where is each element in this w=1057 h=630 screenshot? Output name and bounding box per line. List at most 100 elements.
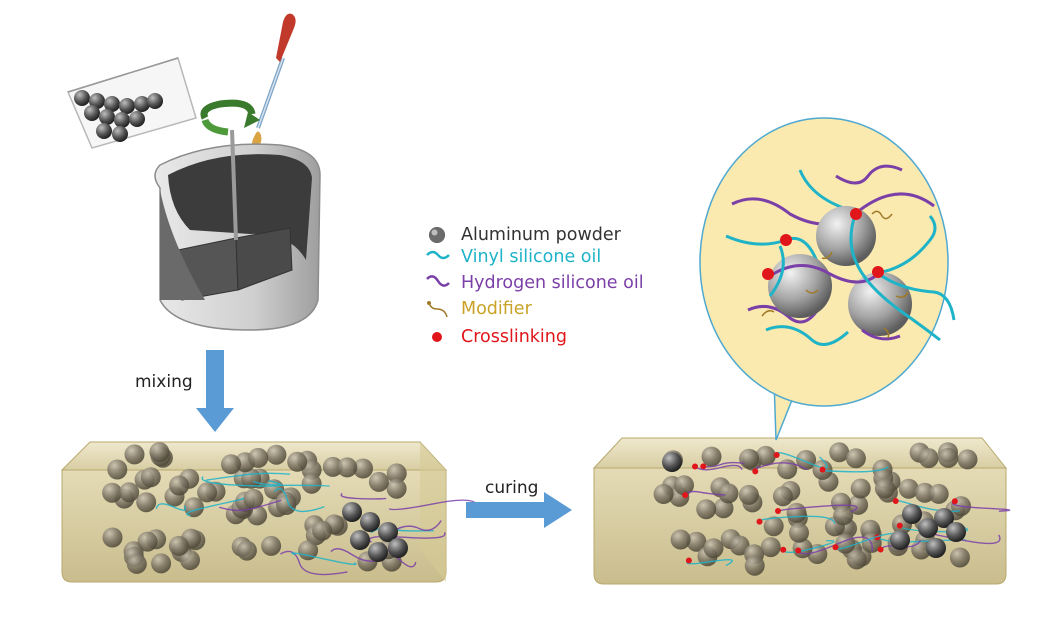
dark-particle	[368, 542, 388, 562]
filler-particle	[949, 547, 970, 568]
legend-aluminum-powder: Aluminum powder	[425, 222, 621, 248]
filler-particle	[674, 475, 694, 496]
cured-slab	[592, 437, 1011, 585]
filler-particle	[119, 482, 140, 503]
mixing-label: mixing	[135, 372, 193, 392]
dark-particle	[342, 502, 362, 522]
crosslink-dot-icon	[432, 332, 442, 342]
crosslink-dot	[832, 544, 839, 551]
stirring-arrow	[200, 99, 260, 136]
filler-particle	[221, 454, 241, 475]
filler-chain	[392, 520, 442, 533]
filler-particle	[789, 522, 809, 543]
filler-particle	[874, 478, 895, 499]
mixed-slab	[60, 441, 478, 583]
filler-particle	[786, 502, 807, 523]
filler-particle	[301, 473, 322, 494]
dark-particle	[360, 512, 380, 532]
filler-particle	[169, 475, 190, 496]
filler-particle	[322, 456, 343, 477]
filler-particle	[107, 459, 128, 480]
filler-particle	[287, 451, 308, 472]
filler-particle	[653, 484, 674, 504]
crosslink-dot	[892, 498, 899, 504]
filler-chain	[694, 464, 743, 471]
legend-aluminum-powder-label: Aluminum powder	[461, 225, 621, 245]
dropper	[252, 13, 296, 146]
crosslink-dot	[877, 546, 884, 553]
dark-particle	[946, 522, 966, 542]
filler-chain	[369, 531, 446, 543]
filler-chain	[205, 472, 291, 481]
filler-particle	[149, 442, 170, 463]
filler-particle	[168, 535, 189, 556]
filler-chain	[253, 480, 330, 487]
filler-particle	[136, 492, 157, 513]
filler-particle	[701, 446, 722, 467]
dark-particle	[926, 538, 946, 558]
filler-particle	[266, 444, 287, 465]
crosslink-dot	[685, 557, 692, 564]
filler-chain	[273, 487, 325, 513]
crosslink-dot	[819, 466, 826, 473]
aluminum-powder-icon	[429, 227, 445, 243]
filler-particle	[772, 486, 793, 507]
left-particles	[102, 442, 407, 574]
filler-particle	[312, 520, 333, 541]
dark-particle	[918, 518, 938, 538]
dark-particle	[388, 538, 408, 558]
filler-particle	[846, 549, 867, 570]
filler-particle	[197, 482, 218, 503]
crosslink-dot	[896, 522, 903, 529]
filler-particle	[140, 467, 161, 488]
dark-particle	[350, 530, 370, 550]
crosslink-dot	[780, 546, 787, 553]
filler-particle	[102, 482, 123, 503]
legend-vinyl-silicone-oil: Vinyl silicone oil	[425, 244, 601, 270]
legend-modifier-label: Modifier	[461, 299, 532, 319]
crosslink-dot	[795, 547, 802, 554]
filler-particle	[368, 471, 389, 492]
filler-particle	[703, 538, 724, 559]
zoom-bubble	[699, 117, 956, 441]
dark-particle	[934, 508, 954, 528]
filler-particle	[744, 555, 765, 576]
filler-particle	[337, 457, 358, 478]
filler-particle	[760, 537, 781, 558]
filler-particle	[718, 483, 739, 504]
filler-particle	[386, 478, 407, 499]
filler-particle	[938, 447, 959, 468]
right-dark-particles	[662, 452, 966, 558]
dark-particle	[890, 530, 910, 550]
crosslink-dot	[752, 468, 759, 475]
filler-particle	[845, 448, 866, 469]
filler-particle	[686, 531, 707, 552]
zoom-crosslinks	[762, 208, 884, 280]
crosslink-dot	[692, 463, 698, 470]
zoom-chains-front	[765, 211, 956, 346]
legend-modifier: Modifier	[425, 296, 532, 322]
wavy-line-icon	[426, 250, 450, 260]
dark-particle	[902, 504, 922, 524]
filler-chain	[340, 492, 387, 500]
curing-arrow	[466, 492, 572, 528]
zoom-modifiers	[761, 210, 909, 339]
crosslink-dot	[700, 463, 707, 470]
filler-chain	[782, 539, 835, 554]
filler-particle	[386, 463, 407, 484]
filler-particle	[180, 550, 200, 571]
beaker-powder	[74, 90, 163, 142]
legend-hydrogen-silicone-oil: Hydrogen silicone oil	[425, 270, 644, 296]
filler-chain	[684, 490, 726, 496]
filler-particle	[833, 505, 854, 526]
filler-particle	[236, 540, 257, 561]
crosslink-dot	[756, 518, 763, 525]
crosslink-dot	[775, 508, 781, 514]
filler-particle	[729, 535, 750, 556]
filler-particle	[738, 484, 759, 505]
dark-particle	[378, 522, 398, 542]
crosslink-dot	[682, 492, 689, 499]
filler-chain	[201, 476, 282, 487]
left-polymer-chains	[155, 472, 478, 576]
